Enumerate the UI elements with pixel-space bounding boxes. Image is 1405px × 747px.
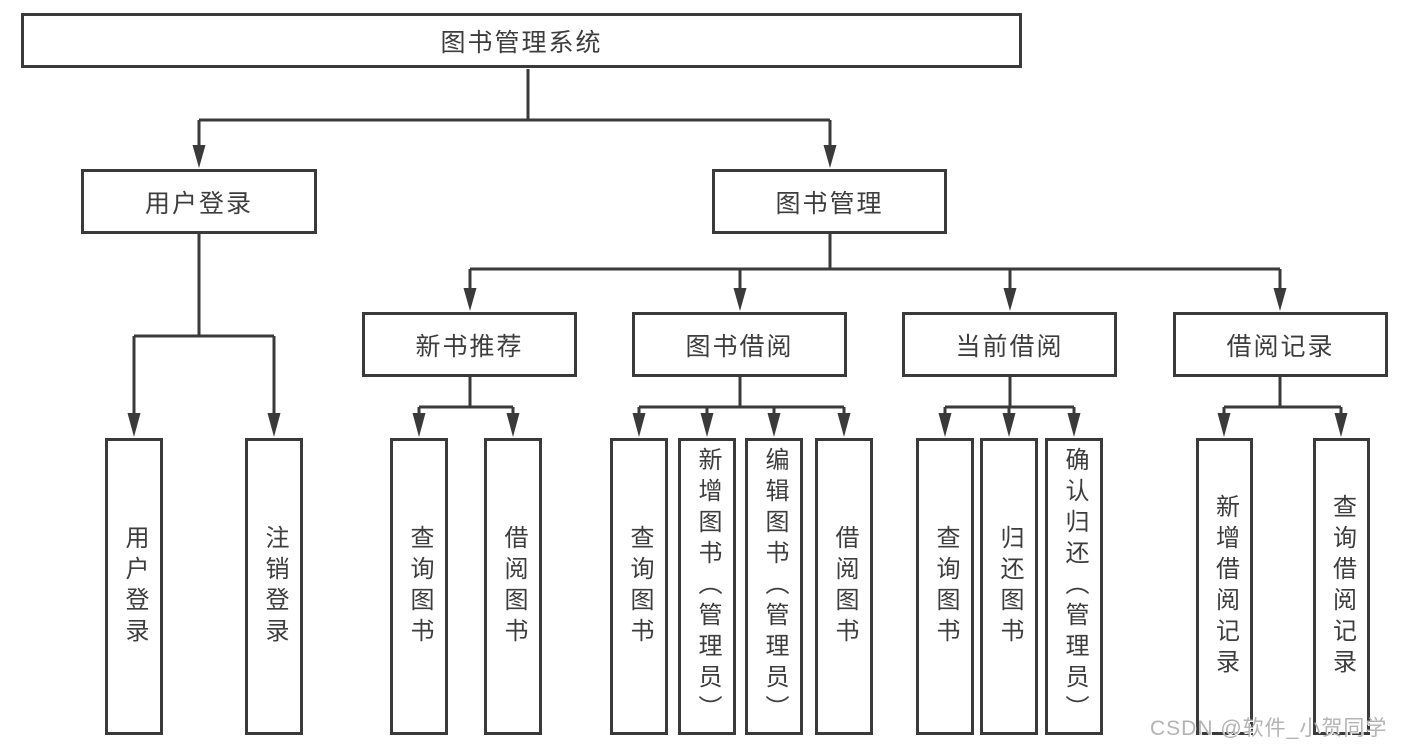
leaf-borrow-books-recommend: 借阅图书: [484, 438, 542, 735]
node-user-login-label: 用户登录: [144, 189, 253, 218]
node-user-login: 用户登录: [81, 169, 317, 234]
node-new-book-recommendation: 新书推荐: [362, 312, 577, 377]
leaf-borrow-books: 借阅图书: [815, 438, 873, 735]
node-book-borrowing-label: 图书借阅: [685, 332, 794, 361]
leaf-query-borrow-record: 查询借阅记录: [1313, 438, 1370, 735]
node-current-borrowing-label: 当前借阅: [955, 332, 1064, 361]
node-book-management-label: 图书管理: [775, 189, 884, 218]
leaf-add-borrow-record: 新增借阅记录: [1196, 438, 1253, 735]
connector-book-management-children: [468, 234, 1282, 290]
node-book-borrowing: 图书借阅: [632, 312, 847, 377]
node-book-management: 图书管理: [712, 169, 947, 234]
leaf-return-books: 归还图书: [980, 438, 1038, 735]
connector-new-book-children: [417, 377, 515, 415]
connector-user-login-children: [132, 234, 276, 415]
leaf-query-books-recommend: 查询图书: [390, 438, 448, 735]
leaf-add-books-admin: 新增图书（管理员）: [678, 438, 736, 735]
connector-borrowing-records-children: [1222, 377, 1343, 415]
node-root-label: 图书管理系统: [440, 28, 603, 57]
connector-root: [197, 69, 832, 146]
leaf-query-books-borrow: 查询图书: [610, 438, 668, 735]
node-new-book-recommendation-label: 新书推荐: [415, 332, 524, 361]
arrowheads: [127, 145, 1348, 437]
watermark: CSDN @软件_小贺同学: [1150, 717, 1388, 740]
leaf-confirm-return-admin: 确认归还（管理员）: [1045, 438, 1103, 735]
node-current-borrowing: 当前借阅: [902, 312, 1117, 377]
node-borrowing-records: 借阅记录: [1173, 312, 1388, 377]
node-borrowing-records-label: 借阅记录: [1226, 332, 1335, 361]
leaf-logout: 注销登录: [245, 438, 303, 735]
connector-current-borrowing-children: [943, 377, 1076, 415]
leaf-user-login: 用户登录: [105, 438, 163, 735]
leaf-query-books-current: 查询图书: [916, 438, 974, 735]
connector-book-borrowing-children: [637, 377, 846, 415]
leaf-edit-books-admin: 编辑图书（管理员）: [745, 438, 803, 735]
node-root: 图书管理系统: [21, 13, 1022, 68]
